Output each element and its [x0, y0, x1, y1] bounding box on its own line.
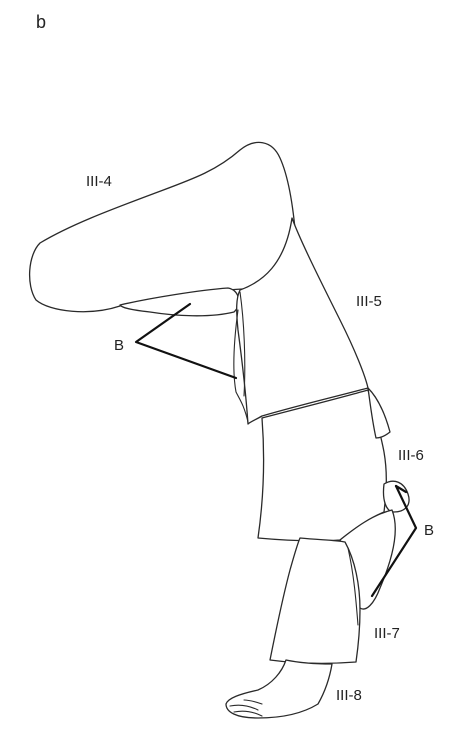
segment-iii-8-shape	[226, 660, 332, 718]
panel-label: b	[36, 12, 46, 32]
segment-iii-6-shape	[258, 390, 386, 541]
label-iii-6: III-6	[398, 447, 424, 464]
label-b-upper: B	[114, 337, 124, 354]
label-b-lower: B	[424, 522, 434, 539]
label-iii-7: III-7	[374, 625, 400, 642]
label-iii-4: III-4	[86, 173, 112, 190]
segment-iii-7-shape	[270, 538, 360, 663]
label-iii-5: III-5	[356, 293, 382, 310]
label-iii-8: III-8	[336, 687, 362, 704]
